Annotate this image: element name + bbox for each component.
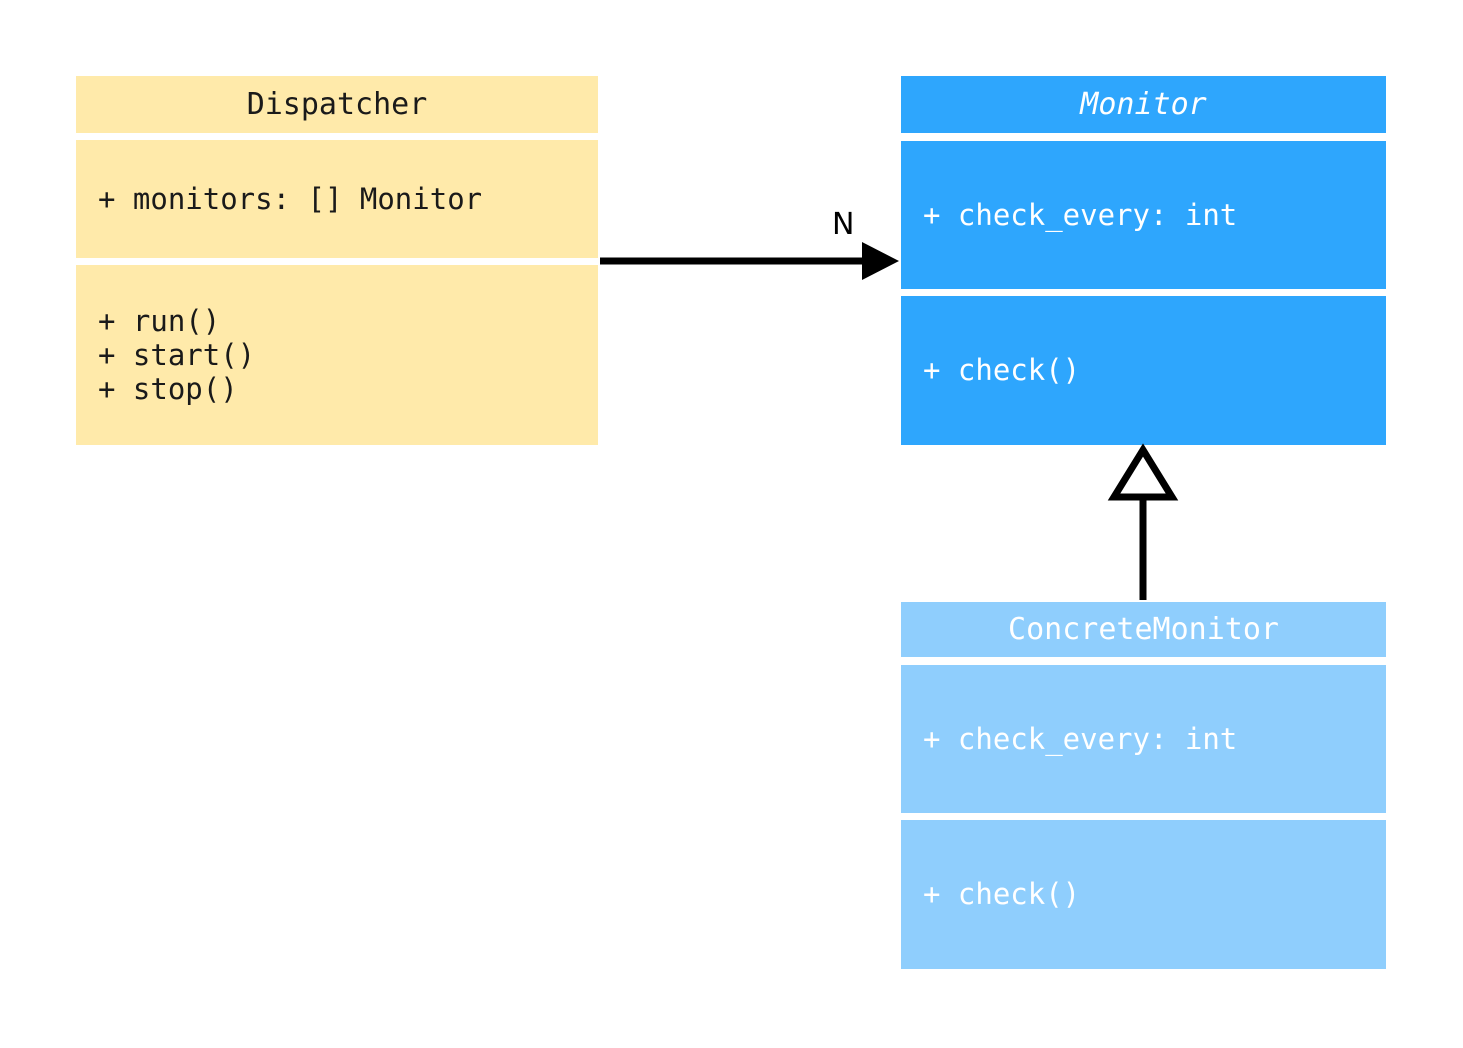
class-header-dispatcher: Dispatcher <box>76 76 598 133</box>
class-operations-concrete-monitor: + check() <box>901 820 1386 969</box>
class-attributes-monitor: + check_every: int <box>901 141 1386 289</box>
class-name-concrete-monitor: ConcreteMonitor <box>1008 612 1279 647</box>
attribute-item: + check_every: int <box>923 197 1238 232</box>
generalization-concrete-monitor-to-monitor <box>1107 443 1179 600</box>
class-operations-monitor: + check() <box>901 296 1386 445</box>
attribute-item: + monitors: [] Monitor <box>98 181 483 216</box>
filled-triangle-arrowhead-icon <box>862 242 899 280</box>
association-dispatcher-to-monitor <box>600 242 899 280</box>
class-box-concrete-monitor[interactable]: ConcreteMonitor + check_every: int + che… <box>901 602 1386 969</box>
class-attributes-concrete-monitor: + check_every: int <box>901 665 1386 813</box>
operation-item: + check() <box>923 877 1081 912</box>
class-box-monitor[interactable]: Monitor + check_every: int + check() <box>901 76 1386 445</box>
attribute-item: + check_every: int <box>923 721 1238 756</box>
hollow-triangle-arrowhead-icon <box>1107 443 1179 501</box>
operation-item: + run() <box>98 303 221 338</box>
class-operations-dispatcher: + run() + start() + stop() <box>76 265 598 445</box>
class-attributes-dispatcher: + monitors: [] Monitor <box>76 140 598 258</box>
operation-item: + check() <box>923 353 1081 388</box>
class-box-dispatcher[interactable]: Dispatcher + monitors: [] Monitor + run(… <box>76 76 598 445</box>
association-multiplicity-label: N <box>832 207 855 242</box>
class-header-monitor: Monitor <box>901 76 1386 133</box>
class-header-concrete-monitor: ConcreteMonitor <box>901 602 1386 657</box>
class-name-monitor: Monitor <box>1080 87 1207 122</box>
operation-item: + start() <box>98 337 256 372</box>
class-name-dispatcher: Dispatcher <box>246 87 428 122</box>
operation-item: + stop() <box>98 372 238 407</box>
